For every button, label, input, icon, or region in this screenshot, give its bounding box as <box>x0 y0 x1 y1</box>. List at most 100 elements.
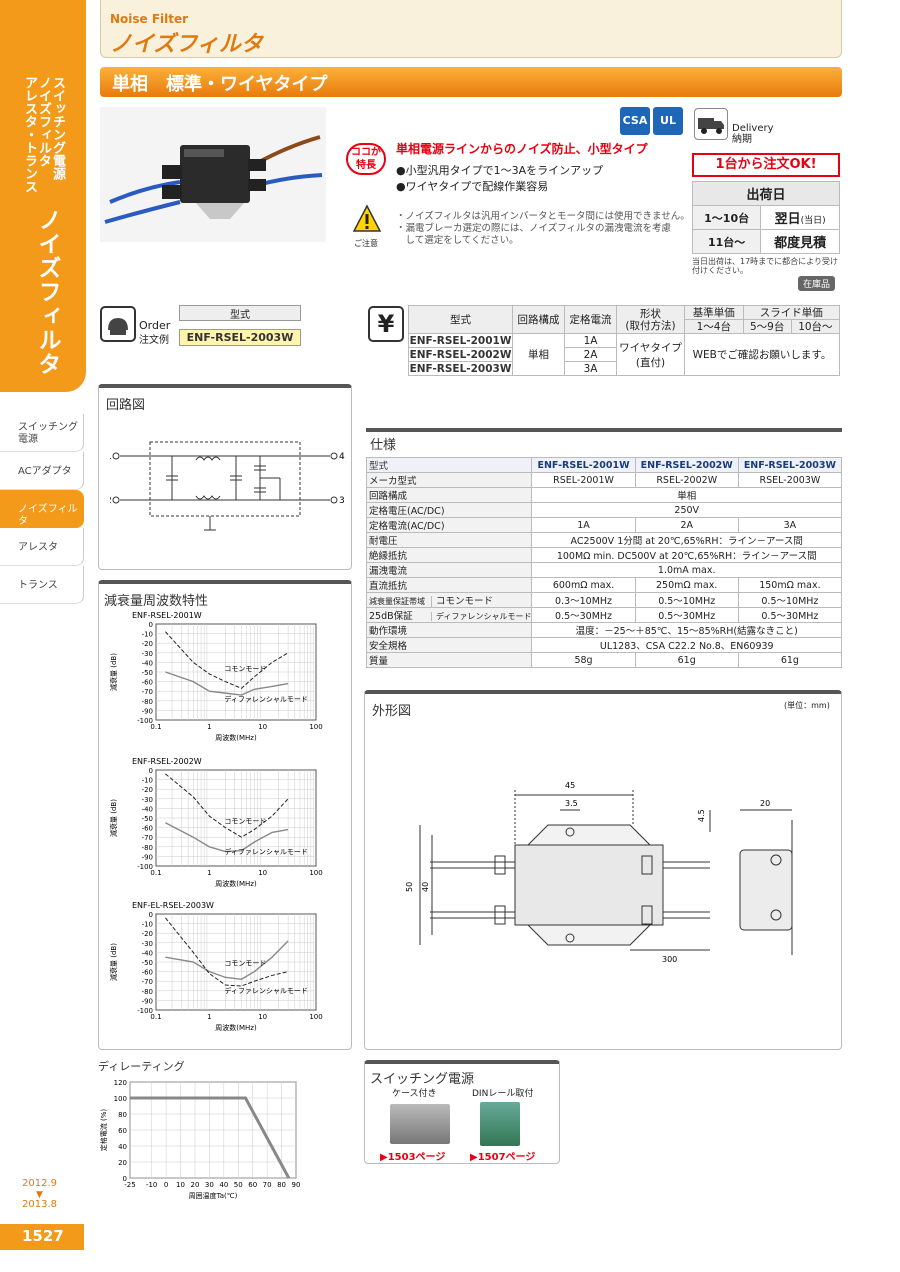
stock-badge: 在庫品 <box>798 276 836 291</box>
spec-val: RSEL-2002W <box>634 472 739 488</box>
ship-sub: (当日) <box>800 216 826 226</box>
chart-title: ENF-RSEL-2002W <box>132 757 202 766</box>
nav-transformer[interactable]: トランス <box>0 566 84 604</box>
y-tick-label: -30 <box>142 650 153 658</box>
x-tick-label: 0.1 <box>150 723 161 731</box>
spec-val: 150mΩ max. <box>737 577 843 593</box>
category-en: Noise Filter <box>110 12 189 26</box>
ship-qty: 11台～ <box>691 229 762 254</box>
page-number: 1527 <box>0 1224 84 1250</box>
chart-title: ENF-RSEL-2001W <box>132 611 202 620</box>
spec-key-group: 25dB保証ディファレンシャルモード <box>365 607 533 623</box>
y-tick-label: 60 <box>118 1127 127 1135</box>
y-tick-label: -60 <box>142 679 153 687</box>
x-tick-label: 0 <box>164 1181 168 1189</box>
y-tick-label: -60 <box>142 969 153 977</box>
price-head: 形状 (取付方法) <box>616 305 685 334</box>
price-circuit: 単相 <box>512 333 565 376</box>
dimension-drawing: 45 3.5 4.5 20 50 40 300 <box>405 781 793 964</box>
y-tick-label: -60 <box>142 825 153 833</box>
spec-key: 安全規格 <box>365 637 533 653</box>
price-head: スライド単価 <box>742 305 841 320</box>
nav-noise-filter[interactable]: ノイズフィルタ <box>0 490 84 528</box>
ship-when: 都度見積 <box>760 229 840 254</box>
series-label: ディファレンシャルモード <box>224 986 308 995</box>
spec-key: コモンモード <box>431 596 494 607</box>
price-note: WEBでご確認お願いします。 <box>684 333 840 376</box>
y-tick-label: -30 <box>142 796 153 804</box>
x-tick-label: 30 <box>205 1181 214 1189</box>
y-tick-label: -40 <box>142 949 153 957</box>
pin-4: 4 <box>339 452 345 462</box>
derating-title: ディレーティング <box>98 1060 185 1073</box>
features-label-2: 特長 <box>356 160 376 171</box>
nav-arrester[interactable]: アレスタ <box>0 528 84 566</box>
y-tick-label: -20 <box>142 930 153 938</box>
spec-val: AC2500V 1分間 at 20℃,65%RH：ライン－アース間 <box>531 532 842 548</box>
chart-title: ENF-EL-RSEL-2003W <box>132 901 214 910</box>
csa-badge: CSA <box>620 107 650 135</box>
x-tick-label: 20 <box>190 1181 199 1189</box>
year-from: 2012.9 <box>22 1178 57 1189</box>
x-tick-label: 1 <box>207 869 211 877</box>
spec-val: 600mΩ max. <box>531 577 636 593</box>
dimension-title: 外形図 <box>372 704 412 719</box>
spec-key: 質量 <box>365 652 533 668</box>
spec-head: 型式 <box>365 457 533 473</box>
pin-2: 2 <box>110 496 112 506</box>
year-to: 2013.8 <box>22 1199 57 1210</box>
nav-label: スイッチング 電源 <box>18 422 78 445</box>
product-photo <box>100 107 326 242</box>
x-tick-label: 60 <box>248 1181 257 1189</box>
warning-line: ・ノイズフィルタは汎用インバータとモータ間には使用できません。 <box>396 211 690 222</box>
related-link-1507[interactable]: ▶1507ページ <box>470 1152 536 1163</box>
x-tick-label: 40 <box>219 1181 228 1189</box>
x-tick-label: 70 <box>263 1181 272 1189</box>
y-tick-label: -40 <box>142 805 153 813</box>
spec-head: ENF-RSEL-2002W <box>634 457 739 473</box>
product-din-image <box>480 1102 520 1146</box>
related-title: スイッチング電源 <box>370 1072 475 1087</box>
price-subhead: 5～9台 <box>742 319 792 334</box>
y-axis-label: 減衰量 (dB) <box>109 799 118 837</box>
attenuation-title: 減衰量周波数特性 <box>104 594 209 609</box>
feature-bullet: ●ワイヤタイプで配線作業容易 <box>396 180 549 193</box>
x-tick-label: 10 <box>258 1013 267 1021</box>
dimension-unit: (単位：mm) <box>784 701 830 710</box>
nav-switching-power[interactable]: スイッチング 電源 <box>0 414 84 452</box>
spec-head: ENF-RSEL-2001W <box>531 457 636 473</box>
y-tick-label: -90 <box>142 707 153 715</box>
nav-label: アレスタ <box>18 542 58 553</box>
y-tick-label: -80 <box>142 844 153 852</box>
warning-label: ご注意 <box>354 239 378 248</box>
related-link-1503[interactable]: ▶1503ページ <box>380 1152 446 1163</box>
series-line <box>165 917 289 987</box>
ship-qty: 1～10台 <box>691 205 762 230</box>
x-tick-label: 90 <box>292 1181 301 1189</box>
x-axis-label: 周囲温度Ta(℃) <box>189 1191 238 1200</box>
order-model-example: ENF-RSEL-2003W <box>179 329 301 346</box>
y-tick-label: -10 <box>142 631 153 639</box>
nav-ac-adapter[interactable]: ACアダプタ <box>0 452 84 490</box>
x-tick-label: 10 <box>176 1181 185 1189</box>
shipping-table: 出荷日 1～10台翌日(当日) 11台～都度見積 <box>691 181 840 254</box>
nav-label: ノイズフィルタ <box>18 504 78 527</box>
price-model: ENF-RSEL-2003W <box>408 361 513 376</box>
spec-val: 温度：－25～＋85℃、15～85%RH(結露なきこと) <box>531 622 842 638</box>
spec-key: 耐電圧 <box>365 532 533 548</box>
y-tick-label: 0 <box>149 767 153 775</box>
feature-bullet: ●小型汎用タイプで1～3Aをラインアップ <box>396 164 604 177</box>
y-tick-label: 120 <box>114 1079 127 1087</box>
series-line <box>165 940 289 981</box>
nav-label: トランス <box>18 580 58 591</box>
x-tick-label: 80 <box>277 1181 286 1189</box>
circuit-panel <box>98 384 352 570</box>
order-jp: 注文例 <box>139 335 169 346</box>
spec-val: 0.5～10MHz <box>737 592 843 608</box>
x-tick-label: -10 <box>146 1181 157 1189</box>
spec-val: 0.5～30MHz <box>737 607 843 623</box>
y-tick-label: -90 <box>142 997 153 1005</box>
nav-label: ACアダプタ <box>18 466 72 477</box>
series-line <box>165 773 289 838</box>
